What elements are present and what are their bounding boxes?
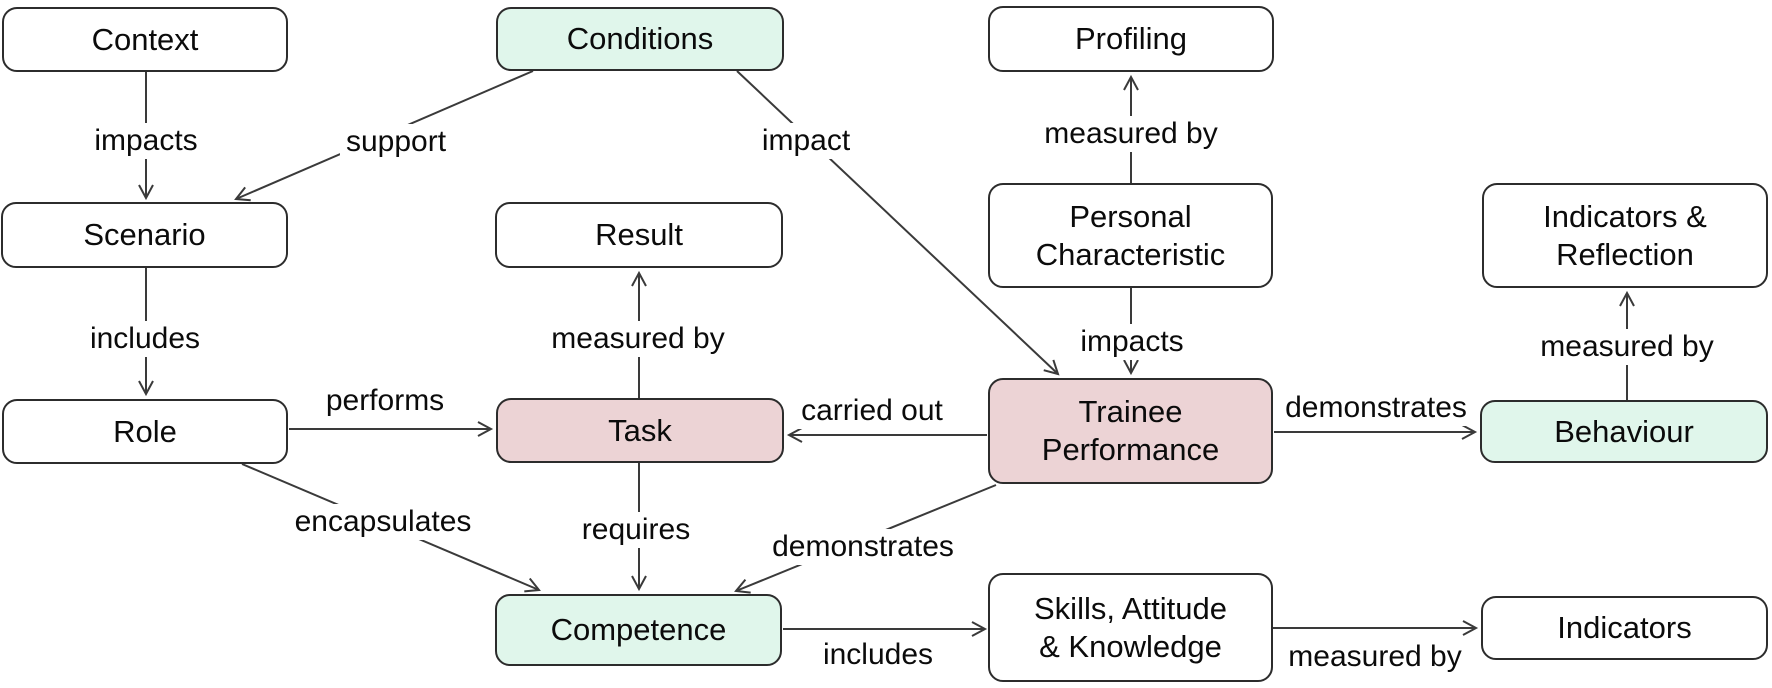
edge-label-impacts-tp: impacts bbox=[1074, 324, 1190, 360]
edge-label-demonstrates-behaviour: demonstrates bbox=[1279, 390, 1473, 426]
node-indicators-reflection[interactable]: Indicators & Reflection bbox=[1482, 183, 1768, 288]
edge-label-includes-sak: includes bbox=[816, 637, 940, 673]
edge-label-measured-by-indicators: measured by bbox=[1282, 639, 1468, 675]
edge-label-requires: requires bbox=[575, 512, 697, 548]
node-scenario[interactable]: Scenario bbox=[1, 202, 288, 268]
node-skills-attitude-knowledge[interactable]: Skills, Attitude & Knowledge bbox=[988, 573, 1273, 682]
node-behaviour[interactable]: Behaviour bbox=[1480, 400, 1768, 463]
edge-label-performs: performs bbox=[319, 383, 451, 419]
node-task[interactable]: Task bbox=[496, 398, 784, 463]
node-competence[interactable]: Competence bbox=[495, 594, 782, 666]
edge-label-demonstrates-competence: demonstrates bbox=[766, 529, 960, 565]
node-conditions[interactable]: Conditions bbox=[496, 7, 784, 71]
node-trainee-performance[interactable]: Trainee Performance bbox=[988, 378, 1273, 484]
node-profiling[interactable]: Profiling bbox=[988, 6, 1274, 72]
edge-label-measured-by-reflection: measured by bbox=[1534, 329, 1720, 365]
edge-label-carried-out: carried out bbox=[795, 393, 949, 429]
node-result[interactable]: Result bbox=[495, 202, 783, 268]
edge-label-impact: impact bbox=[755, 123, 857, 159]
edge-label-support: support bbox=[339, 124, 453, 160]
node-context[interactable]: Context bbox=[2, 7, 288, 72]
edge-label-measured-by-result: measured by bbox=[545, 321, 731, 357]
edge-impact bbox=[736, 70, 1060, 376]
node-indicators[interactable]: Indicators bbox=[1481, 596, 1768, 660]
edge-label-impacts-scenario: impacts bbox=[88, 123, 204, 159]
node-personal-characteristic[interactable]: Personal Characteristic bbox=[988, 183, 1273, 288]
node-role[interactable]: Role bbox=[2, 399, 288, 464]
edge-label-includes-role: includes bbox=[83, 321, 207, 357]
edge-label-measured-by-profiling: measured by bbox=[1038, 116, 1224, 152]
edge-label-encapsulates: encapsulates bbox=[288, 504, 478, 540]
